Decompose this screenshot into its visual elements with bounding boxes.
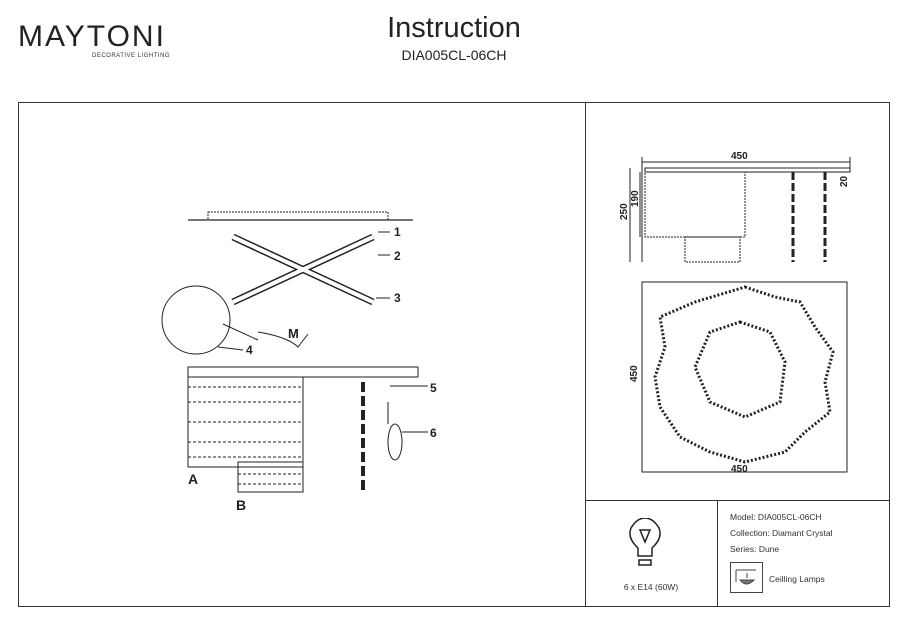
category-label: Ceilling Lamps xyxy=(769,574,825,584)
brand-logo: MAYTONI xyxy=(18,20,166,53)
mounting-bracket xyxy=(231,233,375,306)
callout-1: 1 xyxy=(394,225,401,239)
callout-5: 5 xyxy=(430,381,437,395)
brand-tagline: DECORATIVE LIGHTING xyxy=(92,53,171,59)
assembly-diagram: 1 2 3 4 5 6 M A B xyxy=(161,211,437,513)
bulb-drawing xyxy=(387,402,403,461)
callout-6: 6 xyxy=(430,426,437,440)
dimension-diagram: 450 250 190 20 450 450 xyxy=(619,151,851,475)
callout-4: 4 xyxy=(246,343,253,357)
dim-side-height-body: 190 xyxy=(630,190,641,207)
dim-top-width: 450 xyxy=(731,464,748,475)
dim-top-depth: 450 xyxy=(629,365,640,382)
divider xyxy=(585,102,586,607)
dim-side-width: 450 xyxy=(731,151,748,162)
dim-side-height-total: 250 xyxy=(619,203,630,220)
part-a-label: A xyxy=(188,471,198,487)
page-title: Instruction xyxy=(387,12,521,44)
dim-canopy: 20 xyxy=(839,175,850,187)
instruction-frame xyxy=(18,102,890,607)
callout-3: 3 xyxy=(394,291,401,305)
divider xyxy=(717,500,718,607)
ceiling-texture xyxy=(207,211,389,221)
collection-spec: Collection: Diamant Crystal xyxy=(730,528,833,538)
divider xyxy=(585,500,890,501)
bulb-spec: 6 x E14 (60W) xyxy=(623,582,679,592)
top-view xyxy=(641,281,848,473)
model-spec: Model: DIA005CL-06CH xyxy=(730,512,822,522)
part-b-label: B xyxy=(236,497,246,513)
crystal-block-a xyxy=(187,376,304,468)
bulb-icon xyxy=(629,518,661,566)
model-code: DIA005CL-06CH xyxy=(401,47,507,63)
ceiling-lamp-icon xyxy=(730,562,763,593)
callout-2: 2 xyxy=(394,249,401,263)
series-spec: Series: Dune xyxy=(730,544,780,554)
crystal-block-b xyxy=(237,461,304,493)
motor-label: M xyxy=(288,326,299,341)
